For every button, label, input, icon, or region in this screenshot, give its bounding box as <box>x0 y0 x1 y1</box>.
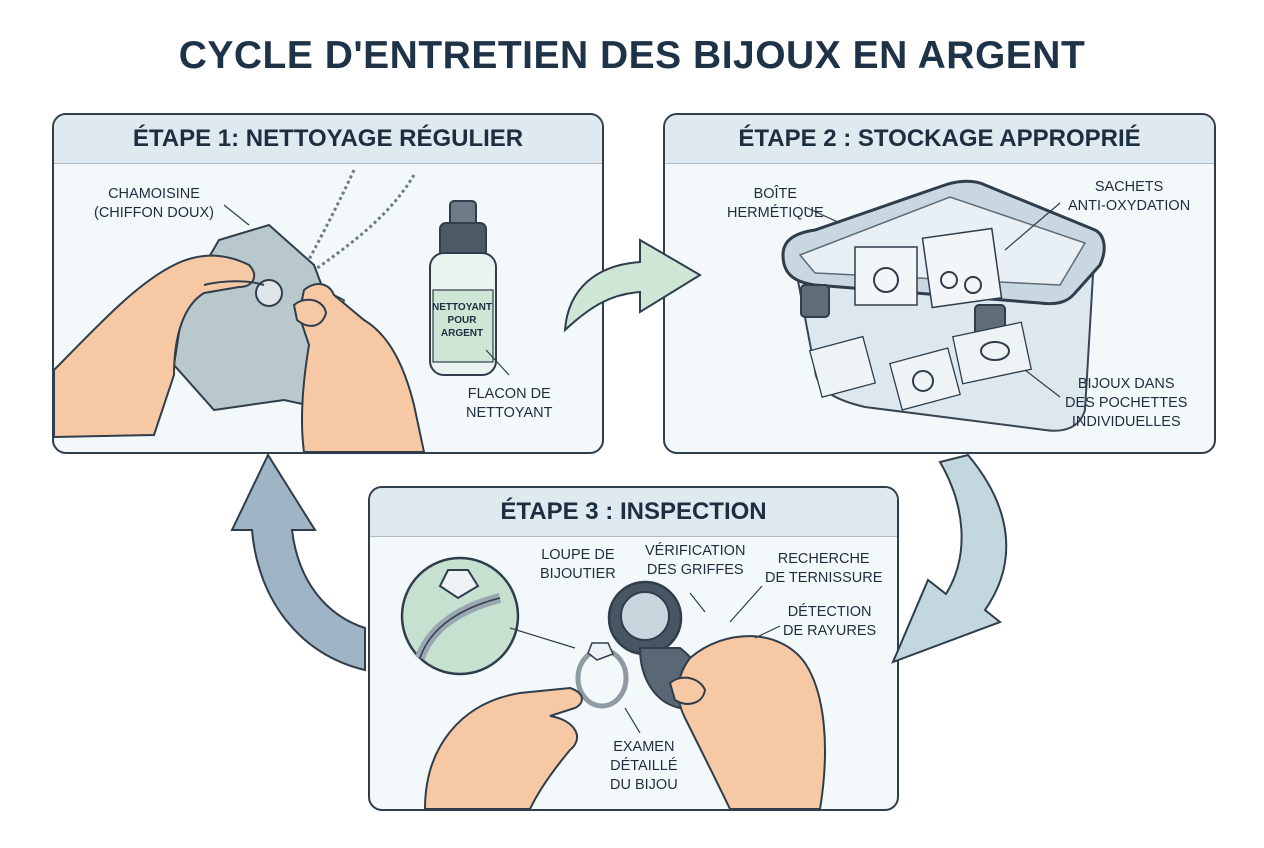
page-title: CYCLE D'ENTRETIEN DES BIJOUX EN ARGENT <box>178 34 1086 77</box>
pouches-label: BIJOUX DANS DES POCHETTES INDIVIDUELLES <box>1065 376 1188 430</box>
inspection-illustration <box>400 556 826 809</box>
scratch-label: DÉTECTION DE RAYURES <box>783 604 877 639</box>
left-hand-icon <box>54 254 256 439</box>
chamois-label: CHAMOISINE (CHIFFON DOUX) <box>94 186 215 221</box>
cycle-arrow-3-to-1-icon <box>230 452 366 672</box>
left-hand-icon <box>423 686 583 809</box>
step-1-panel: ÉTAPE 1: NETTOYAGE RÉGULIER CHAMOISINE (… <box>52 113 604 454</box>
step-1-title: ÉTAPE 1: NETTOYAGE RÉGULIER <box>54 115 602 164</box>
bottle-text: NETTOYANT POUR ARGENT <box>432 302 493 339</box>
cycle-arrow-2-to-3-icon <box>891 453 1008 664</box>
cleaning-illustration <box>54 169 510 452</box>
right-hand-icon <box>297 283 426 452</box>
bottle-label: FLACON DE NETTOYANT <box>466 386 553 421</box>
storage-illustration <box>781 179 1106 432</box>
tarnish-label: RECHERCHE DE TERNISSURE <box>765 551 883 586</box>
pouch-icon <box>889 347 961 411</box>
sachets-label: SACHETS ANTI-OXYDATION <box>1068 179 1191 214</box>
claws-label: VÉRIFICATION DES GRIFFES <box>645 543 746 578</box>
step-3-title: ÉTAPE 3 : INSPECTION <box>370 488 897 537</box>
box-label: BOÎTE HERMÉTIQUE <box>727 186 824 221</box>
sachet-earrings-icon <box>921 227 1003 309</box>
sachet-icon <box>854 246 918 306</box>
loupe-label: LOUPE DE BIJOUTIER <box>540 547 616 582</box>
step-2-title: ÉTAPE 2 : STOCKAGE APPROPRIÉ <box>665 115 1214 164</box>
step-2-panel: ÉTAPE 2 : STOCKAGE APPROPRIÉ BOÎTE HERMÉ… <box>663 113 1216 454</box>
step-3-panel: ÉTAPE 3 : INSPECTION LOUPE DE BIJOUTIER … <box>368 486 899 811</box>
pendant-icon <box>255 279 283 307</box>
diamond-icon <box>438 569 480 600</box>
exam-label: EXAMEN DÉTAILLÉ DU BIJOU <box>610 739 678 793</box>
right-hand-icon <box>677 635 826 809</box>
